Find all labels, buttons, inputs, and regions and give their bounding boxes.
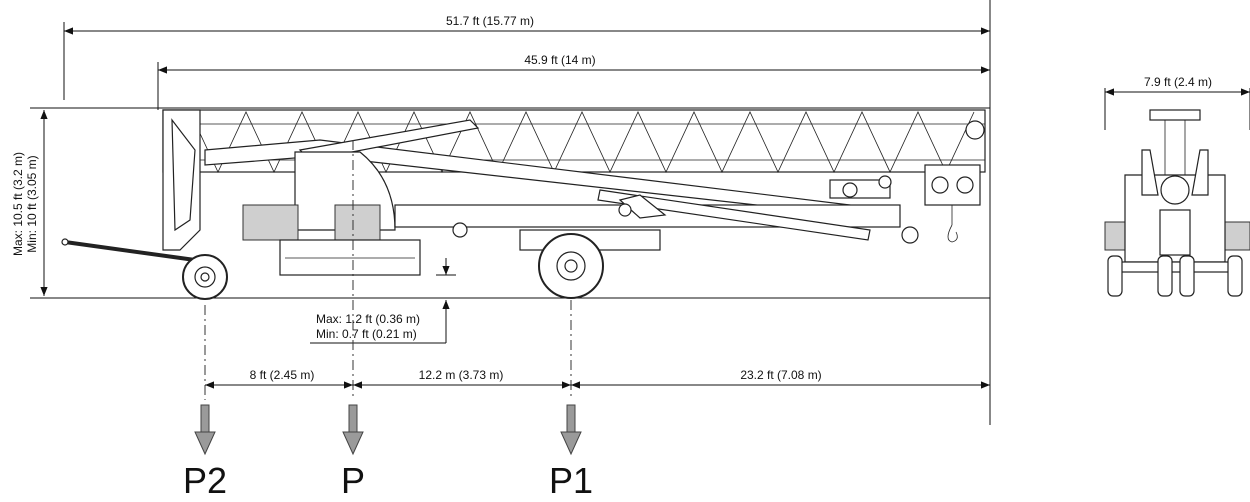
- p1-to-end-label: 23.2 ft (7.08 m): [740, 368, 821, 382]
- overall-length-label: 51.7 ft (15.77 m): [446, 14, 534, 28]
- crane-side-view: [61, 109, 986, 300]
- load-arrow-p: P: [341, 404, 365, 501]
- p-to-p1-label: 12.2 m (3.73 m): [419, 368, 504, 382]
- clearance-min-label: Min: 0.7 ft (0.21 m): [316, 327, 417, 341]
- jib-length-dimension: 45.9 ft (14 m): [158, 53, 990, 74]
- ground-clearance-dimension: Max: 1.2 ft (0.36 m) Min: 0.7 ft (0.21 m…: [316, 258, 456, 343]
- p2-to-p-label: 8 ft (2.45 m): [250, 368, 315, 382]
- height-dimension: Max: 10.5 ft (3.2 m) Min: 10 ft (3.05 m): [11, 110, 48, 296]
- width-label: 7.9 ft (2.4 m): [1144, 75, 1212, 89]
- axle-spacing-dimensions: 8 ft (2.45 m) 12.2 m (3.73 m) 23.2 ft (7…: [205, 368, 990, 389]
- jib-length-label: 45.9 ft (14 m): [524, 53, 595, 67]
- p1-label: P1: [549, 460, 593, 501]
- load-arrow-p2: P2: [183, 404, 227, 501]
- overall-length-dimension: 51.7 ft (15.77 m): [64, 14, 990, 35]
- load-arrow-p1: P1: [549, 404, 593, 501]
- height-max-label: Max: 10.5 ft (3.2 m): [11, 152, 25, 256]
- clearance-max-label: Max: 1.2 ft (0.36 m): [316, 312, 420, 326]
- p-label: P: [341, 460, 365, 501]
- crane-rear-view: 7.9 ft (2.4 m): [1104, 75, 1250, 297]
- p2-label: P2: [183, 460, 227, 501]
- height-min-label: Min: 10 ft (3.05 m): [25, 155, 39, 252]
